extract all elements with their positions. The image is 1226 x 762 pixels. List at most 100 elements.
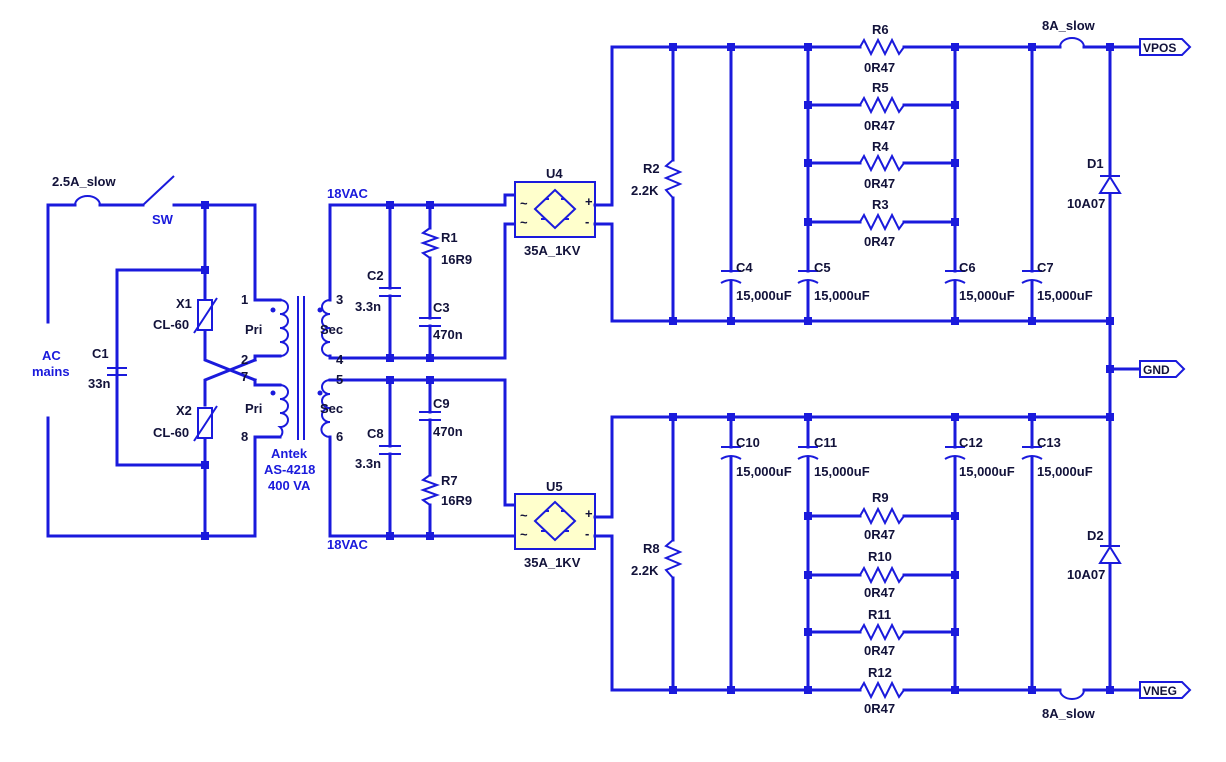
r6-ref: R6 xyxy=(872,22,889,37)
x1-value: CL-60 xyxy=(153,317,189,332)
c4-ref: C4 xyxy=(736,260,753,275)
d1-value: 10A07 xyxy=(1067,196,1105,211)
pin-2: 2 xyxy=(241,352,248,367)
r1-ref: R1 xyxy=(441,230,458,245)
u5-value: 35A_1KV xyxy=(524,555,581,570)
c5-value: 15,000uF xyxy=(814,288,870,303)
r3-ref: R3 xyxy=(872,197,889,212)
svg-text:+: + xyxy=(585,506,593,521)
c2-value: 3.3n xyxy=(355,299,381,314)
secondary-label-upper: Sec xyxy=(320,322,343,337)
r12-ref: R12 xyxy=(868,665,892,680)
r1-resistor xyxy=(420,227,440,259)
ac-input-section xyxy=(46,175,282,538)
r7-ref: R7 xyxy=(441,473,458,488)
r8-value: 2.2K xyxy=(631,563,659,578)
secondary-wiring xyxy=(328,193,517,538)
c8-ref: C8 xyxy=(367,426,384,441)
pin-1: 1 xyxy=(241,292,248,307)
r11-ref: R11 xyxy=(868,607,891,622)
u4-value: 35A_1KV xyxy=(524,243,581,258)
svg-text:~: ~ xyxy=(520,196,528,211)
svg-text:-: - xyxy=(585,214,589,229)
x2-ref: X2 xyxy=(176,403,192,418)
switch-label: SW xyxy=(152,212,174,227)
r4-ref: R4 xyxy=(872,139,889,154)
svg-text:-: - xyxy=(585,526,589,541)
d1-ref: D1 xyxy=(1087,156,1104,171)
primary-label-lower: Pri xyxy=(245,401,262,416)
c6-value: 15,000uF xyxy=(959,288,1015,303)
x2-value: CL-60 xyxy=(153,425,189,440)
switch-blade xyxy=(142,175,175,206)
c13-value: 15,000uF xyxy=(1037,464,1093,479)
net-18vac-bottom: 18VAC xyxy=(327,537,369,552)
c11-ref: C11 xyxy=(814,435,837,450)
junction-dots xyxy=(201,43,1114,694)
r9-ref: R9 xyxy=(872,490,889,505)
c10-ref: C10 xyxy=(736,435,760,450)
c7-value: 15,000uF xyxy=(1037,288,1093,303)
port-gnd-label: GND xyxy=(1143,363,1170,377)
svg-text:~: ~ xyxy=(520,215,528,230)
c4-value: 15,000uF xyxy=(736,288,792,303)
transformer-name-2: AS-4218 xyxy=(264,462,315,477)
r4-value: 0R47 xyxy=(864,176,895,191)
d1-diode xyxy=(1098,175,1122,194)
transformer xyxy=(270,296,331,440)
r6-value: 0R47 xyxy=(864,60,895,75)
x1-ref: X1 xyxy=(176,296,192,311)
primary-winding-lower xyxy=(277,384,289,438)
mains-label-line2: mains xyxy=(32,364,70,379)
svg-text:~: ~ xyxy=(520,508,528,523)
fuse-in-symbol xyxy=(74,195,101,206)
pin-8: 8 xyxy=(241,429,248,444)
d2-diode xyxy=(1098,545,1122,564)
r8-ref: R8 xyxy=(643,541,660,556)
port-vpos: VPOS xyxy=(1139,38,1192,56)
c3-value: 470n xyxy=(433,327,463,342)
r10-ref: R10 xyxy=(868,549,892,564)
r2-value: 2.2K xyxy=(631,183,659,198)
fuse-vneg-symbol xyxy=(1059,689,1085,700)
secondary-winding-upper xyxy=(321,299,331,357)
c11-value: 15,000uF xyxy=(814,464,870,479)
r3-value: 0R47 xyxy=(864,234,895,249)
port-vneg-label: VNEG xyxy=(1143,684,1177,698)
bridge-u5: ~ ~ + - xyxy=(514,493,596,550)
fuse-vneg-label: 8A_slow xyxy=(1042,706,1096,721)
pin-7: 7 xyxy=(241,369,248,384)
r10-value: 0R47 xyxy=(864,585,895,600)
c2-ref: C2 xyxy=(367,268,384,283)
pin-5: 5 xyxy=(336,372,343,387)
c3-ref: C3 xyxy=(433,300,450,315)
c9-value: 470n xyxy=(433,424,463,439)
r12-value: 0R47 xyxy=(864,701,895,716)
pin-6: 6 xyxy=(336,429,343,444)
secondary-label-lower: Sec xyxy=(320,401,343,416)
transformer-name-1: Antek xyxy=(271,446,308,461)
r5-ref: R5 xyxy=(872,80,889,95)
gnd-wire xyxy=(1108,319,1142,419)
c8-value: 3.3n xyxy=(355,456,381,471)
positive-rail xyxy=(593,37,1142,323)
port-gnd: GND xyxy=(1139,360,1186,378)
port-vpos-label: VPOS xyxy=(1143,41,1176,55)
r9-value: 0R47 xyxy=(864,527,895,542)
transformer-name-3: 400 VA xyxy=(268,478,311,493)
r5-value: 0R47 xyxy=(864,118,895,133)
labels: AC mains 2.5A_slow SW C1 33n X1 CL-60 X2… xyxy=(32,18,1105,721)
port-vneg: VNEG xyxy=(1139,681,1192,699)
pin-3: 3 xyxy=(336,292,343,307)
net-18vac-top: 18VAC xyxy=(327,186,369,201)
c7-ref: C7 xyxy=(1037,260,1054,275)
pin-4: 4 xyxy=(336,352,344,367)
secondary-winding-lower xyxy=(320,379,331,438)
c9-ref: C9 xyxy=(433,396,450,411)
u4-ref: U4 xyxy=(546,166,563,181)
primary-winding-upper xyxy=(279,299,289,357)
svg-text:+: + xyxy=(585,194,593,209)
c12-ref: C12 xyxy=(959,435,983,450)
r7-value: 16R9 xyxy=(441,493,472,508)
fuse-vpos-label: 8A_slow xyxy=(1042,18,1096,33)
